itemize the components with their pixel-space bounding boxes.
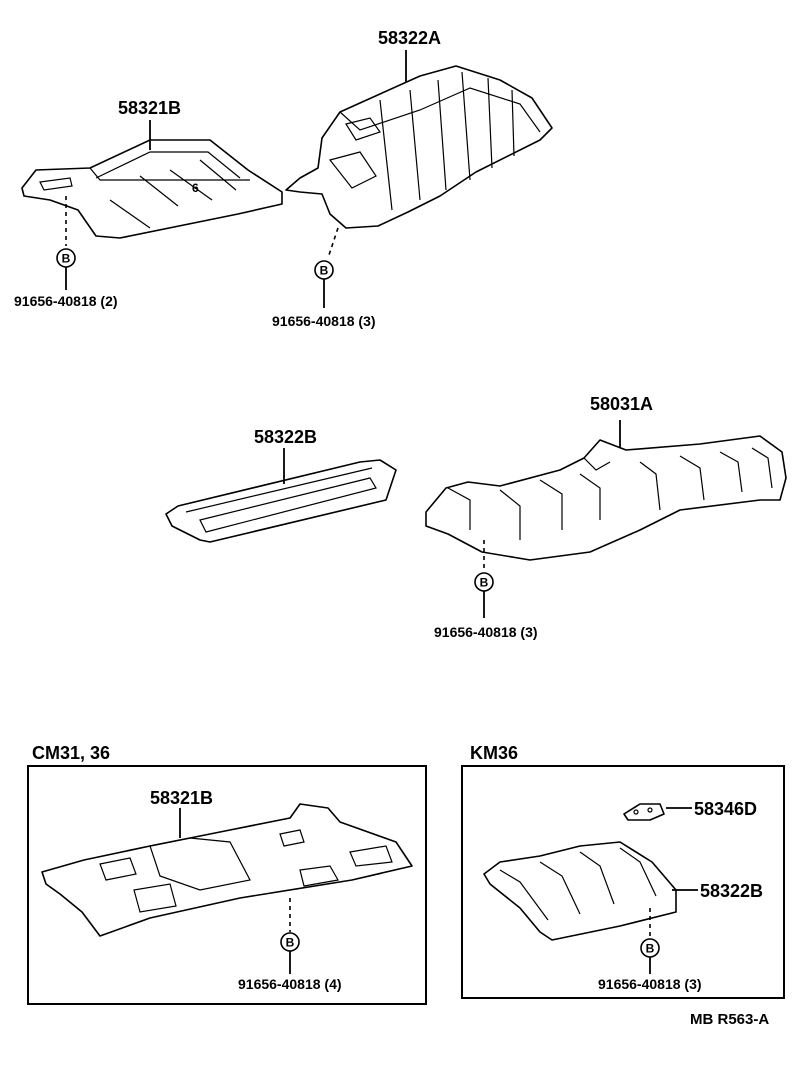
- label-58031a: 58031A: [590, 394, 654, 414]
- part-58321b-top-shape: 6: [21, 139, 283, 239]
- label-58321b-top: 58321B: [118, 98, 182, 118]
- section-title-km: KM36: [470, 743, 519, 763]
- marker-b-5-letter: B: [646, 942, 655, 956]
- part-58346d-shape: [623, 803, 665, 821]
- label-58346d: 58346D: [694, 799, 758, 819]
- box-km: [461, 765, 785, 999]
- label-bolt-5: 91656-40818 (3): [598, 976, 702, 992]
- diagram-reference: MB R563-A: [690, 1011, 770, 1028]
- marker-b-2-letter: B: [320, 264, 329, 278]
- label-58322b-mid: 58322B: [254, 427, 318, 447]
- svg-text:6: 6: [192, 181, 199, 195]
- marker-b-4-letter: B: [286, 936, 295, 950]
- box-cm: [27, 765, 427, 1005]
- dash-bolt-2: [327, 227, 339, 259]
- part-58322a-shape: [285, 65, 553, 229]
- label-58322a: 58322A: [378, 28, 442, 48]
- label-bolt-4: 91656-40818 (4): [238, 976, 342, 992]
- part-58321b-cm-shape: [41, 803, 413, 937]
- section-title-cm: CM31, 36: [32, 743, 111, 763]
- label-58321b-cm: 58321B: [150, 788, 214, 808]
- label-bolt-3: 91656-40818 (3): [434, 624, 538, 640]
- marker-b-3-letter: B: [480, 576, 489, 590]
- part-58322b-mid-shape: [165, 459, 397, 543]
- label-bolt-2: 91656-40818 (3): [272, 313, 376, 329]
- marker-b-1-letter: B: [62, 252, 71, 266]
- part-58031a-shape: [425, 435, 787, 561]
- label-bolt-1: 91656-40818 (2): [14, 293, 118, 309]
- label-58322b-km: 58322B: [700, 881, 764, 901]
- part-58322b-km-shape: [483, 841, 677, 941]
